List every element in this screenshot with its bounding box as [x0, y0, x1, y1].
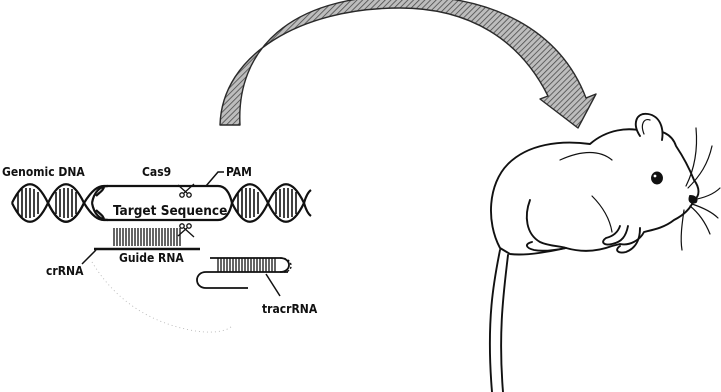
label-cas9: Cas9	[142, 165, 171, 179]
label-genomic-dna: Genomic DNA	[2, 165, 85, 179]
tracrrna-pointer	[266, 274, 280, 296]
dna-helix-right	[232, 184, 311, 222]
tracrrna-hairpin	[197, 258, 291, 288]
curved-arrow	[220, 0, 596, 128]
label-tracrrna: tracrRNA	[262, 302, 318, 316]
label-pam: PAM	[226, 165, 252, 179]
label-crrna: crRNA	[46, 264, 84, 278]
dna-helix-left	[12, 184, 104, 222]
label-target-sequence: Target Sequence	[113, 203, 227, 219]
guide-rna-comb	[114, 228, 180, 246]
mouse-illustration	[490, 114, 720, 392]
pam-pointer	[206, 172, 224, 186]
crrna-pointer	[82, 250, 96, 264]
label-guide-rna: Guide RNA	[119, 251, 184, 265]
